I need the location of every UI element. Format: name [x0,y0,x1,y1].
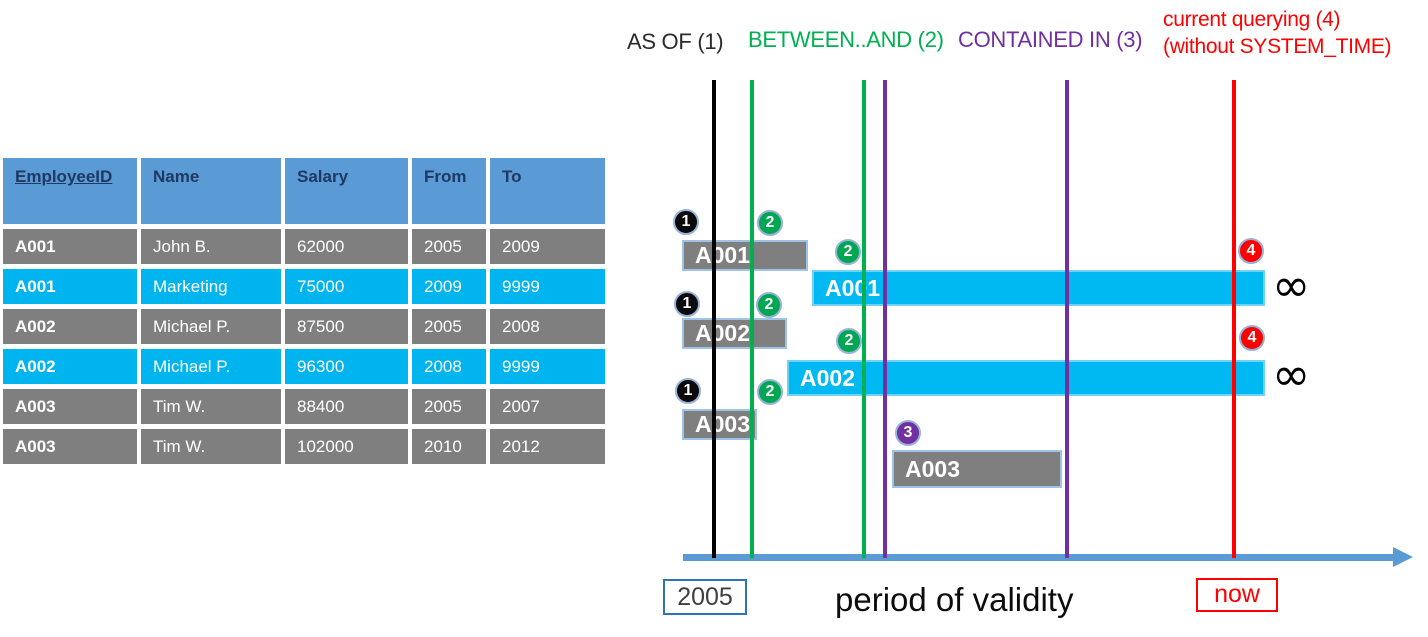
table-cell: Tim W. [141,429,281,464]
line-between-start [750,80,754,558]
header-label: Salary [297,167,349,186]
header-label: From [424,167,467,186]
bar-a003-history: A003 [682,409,757,440]
badge-between-a001: 2 [757,210,783,236]
legend-contained-in: CONTAINED IN (3) [958,27,1143,52]
table-cell: 2008 [412,349,486,384]
table-cell: 102000 [285,429,408,464]
infinity-icon: ∞ [1272,347,1311,401]
table-cell: Michael P. [141,309,281,344]
badge-contained-a003: 3 [895,420,921,446]
table-cell: 2005 [412,309,486,344]
header-cell-salary: Salary [285,158,408,224]
badge-current-a002: 4 [1239,325,1265,351]
table-cell: John B. [141,229,281,264]
table-cell: 2010 [412,429,486,464]
bar-a001-history: A001 [682,240,808,271]
table-cell: 2008 [490,309,605,344]
axis-start-label-box: 2005 [663,579,747,615]
axis-title: period of validity [835,581,1074,618]
table-cell: 2007 [490,389,605,424]
header-label: Name [153,167,200,186]
table-cell: 9999 [490,349,605,384]
bar-label: A003 [695,411,750,437]
line-as-of [712,80,716,558]
badge-as-of-a001: 1 [673,209,699,235]
badge-current-a001: 4 [1238,238,1264,264]
table-cell: 9999 [490,269,605,304]
bar-label: A002 [800,365,855,391]
header-label: To [502,167,522,186]
badge-between-a002: 2 [756,292,782,318]
table-cell: 88400 [285,389,408,424]
bar-label: A002 [695,320,750,346]
bar-label: A003 [905,456,960,482]
header-cell-from: From [412,158,486,224]
legend-current-querying: current querying (4) (without SYSTEM_TIM… [1163,6,1392,60]
table-cell: A003 [3,389,137,424]
table-cell: 2005 [412,229,486,264]
table-cell: 2009 [412,269,486,304]
employee-table: EmployeeID Name Salary From To A001 John… [3,158,609,464]
header-label: EmployeeID [15,167,113,186]
bar-a001-current: A001 [812,270,1265,306]
table-cell: 87500 [285,309,408,344]
bar-a003-contained: A003 [892,450,1062,488]
legend-as-of: AS OF (1) [627,29,724,54]
table-cell: Michael P. [141,349,281,384]
table-cell: A003 [3,429,137,464]
header-cell-to: To [490,158,605,224]
bar-label: A001 [695,242,750,268]
legend-current-line2: (without SYSTEM_TIME) [1163,35,1392,58]
axis-now-label-box: now [1196,578,1278,612]
time-axis [683,554,1395,561]
line-now [1232,80,1236,558]
infinity-icon: ∞ [1272,258,1311,312]
line-contained-start [883,80,887,558]
bar-a002-history: A002 [682,318,787,349]
line-contained-end [1065,80,1069,558]
table-cell: Tim W. [141,389,281,424]
line-between-end [862,80,866,558]
table-cell: A001 [3,269,137,304]
table-cell: 2005 [412,389,486,424]
table-cell: A002 [3,309,137,344]
header-cell-employeeid: EmployeeID [3,158,137,224]
table-cell: 62000 [285,229,408,264]
table-cell: A002 [3,349,137,384]
bar-label: A001 [825,275,880,301]
legend-between-and: BETWEEN..AND (2) [748,27,944,52]
bar-a002-current: A002 [787,360,1265,396]
table-cell: 2009 [490,229,605,264]
badge-as-of-a003: 1 [675,378,701,404]
table-cell: 75000 [285,269,408,304]
badge-between-a001b: 2 [835,239,861,265]
table-cell: 96300 [285,349,408,384]
axis-arrowhead-icon [1393,547,1413,567]
header-cell-name: Name [141,158,281,224]
table-cell: Marketing [141,269,281,304]
table-cell: A001 [3,229,137,264]
badge-between-a003: 2 [757,379,783,405]
badge-between-a002b: 2 [836,328,862,354]
badge-as-of-a002: 1 [674,291,700,317]
legend-current-line1: current querying (4) [1163,8,1341,31]
table-cell: 2012 [490,429,605,464]
